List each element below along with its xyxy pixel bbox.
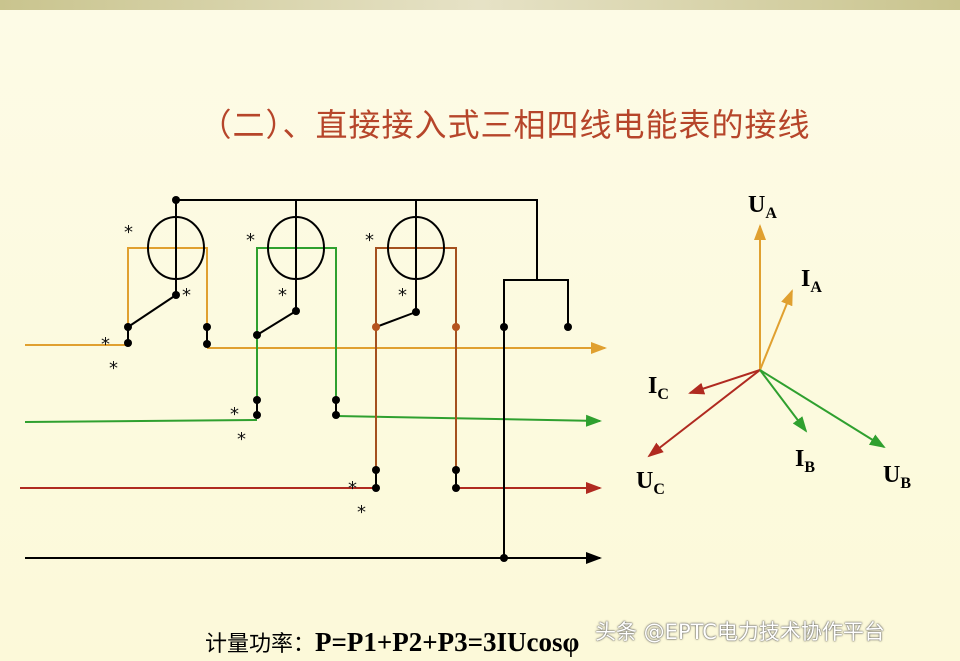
svg-text:*: * xyxy=(278,285,287,306)
phasor-ib xyxy=(759,369,808,433)
svg-text:*: * xyxy=(357,502,366,523)
label-ub: UB xyxy=(883,462,911,492)
svg-text:*: * xyxy=(230,404,239,425)
svg-text:*: * xyxy=(348,478,357,499)
svg-text:*: * xyxy=(109,358,118,379)
label-ic: IC xyxy=(648,373,669,403)
power-formula: 计量功率：P=P1+P2+P3=3IUcosφ xyxy=(205,626,579,658)
svg-text:*: * xyxy=(101,334,110,355)
formula-expression: P=P1+P2+P3=3IUcosφ xyxy=(315,627,580,657)
phasor-uc xyxy=(647,369,761,458)
label-uc: UC xyxy=(636,468,665,498)
meter-coil-c xyxy=(387,216,445,280)
phase-c-wiring xyxy=(20,247,602,494)
phasor-ic xyxy=(688,369,761,395)
meter-coil-b xyxy=(267,216,325,280)
formula-label: 计量功率： xyxy=(205,632,316,657)
label-ia: IA xyxy=(801,266,822,296)
polarity-marks: * * * * * * * * * * * * xyxy=(101,222,407,523)
top-banner xyxy=(0,0,960,10)
terminal-dots xyxy=(124,196,572,562)
svg-text:*: * xyxy=(398,285,407,306)
phasor-ia xyxy=(759,289,793,371)
neutral-and-voltage-bus xyxy=(25,199,602,564)
svg-text:*: * xyxy=(124,222,133,243)
svg-text:*: * xyxy=(237,429,246,450)
svg-text:*: * xyxy=(246,230,255,251)
label-ua: UA xyxy=(748,192,777,222)
phasor-ub xyxy=(759,369,886,449)
label-ib: IB xyxy=(795,446,815,476)
svg-text:*: * xyxy=(182,285,191,306)
meter-coil-a xyxy=(147,216,205,280)
phase-a-wiring xyxy=(25,247,607,354)
slide-title: （二）、直接接入式三相四线电能表的接线 xyxy=(199,106,811,144)
watermark: 头条 @EPTC电力技术协作平台 xyxy=(595,620,885,644)
svg-text:*: * xyxy=(365,230,374,251)
phasor-diagram xyxy=(647,224,886,458)
